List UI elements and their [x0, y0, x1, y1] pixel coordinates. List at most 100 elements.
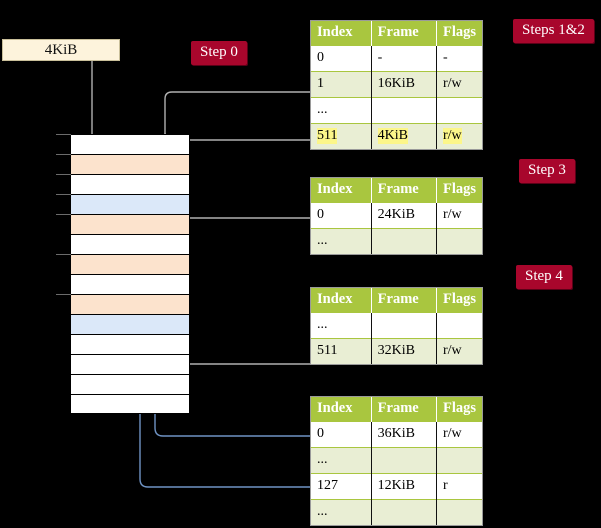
- table-cell: 511: [311, 338, 372, 364]
- column-header-index: Index: [311, 21, 372, 46]
- table-row: ...: [311, 97, 482, 124]
- table-cell: [371, 228, 437, 254]
- wire-l3-row0-up: [155, 335, 312, 437]
- memory-row: [70, 274, 190, 294]
- column-header-frame: Frame: [371, 178, 437, 203]
- cell-text: 0: [317, 207, 324, 222]
- table-cell: ...: [311, 447, 372, 474]
- cell-text: ...: [317, 504, 328, 519]
- table-cell: ...: [311, 312, 372, 339]
- cell-text: r/w: [442, 426, 462, 441]
- badge-step-0-label: Step 0: [200, 44, 238, 60]
- memory-row: [70, 194, 190, 214]
- table-cell: [371, 312, 437, 339]
- memory-tick: [56, 134, 71, 135]
- cell-text: ...: [317, 102, 328, 117]
- badge-steps-1-2-label: Steps 1&2: [522, 22, 585, 38]
- cell-text: r/w: [442, 76, 462, 91]
- memory-row: [70, 214, 190, 234]
- cell-text: 36KiB: [377, 426, 415, 441]
- table-cell: [436, 499, 482, 525]
- table-cell: [371, 499, 437, 525]
- table-row: ...: [311, 499, 482, 525]
- cell-text: r/w: [442, 207, 462, 222]
- table-cell: 0: [311, 421, 372, 448]
- table-cell: -: [371, 45, 437, 72]
- badge-step-0: Step 0: [191, 41, 247, 65]
- cell-text: 511: [317, 343, 338, 358]
- table-cell: r/w: [436, 338, 482, 364]
- cell-text: -: [442, 50, 448, 65]
- badge-step-4: Step 4: [516, 265, 572, 289]
- table-cell: ...: [311, 97, 372, 124]
- wire-l3-row127-up: [140, 212, 312, 488]
- badge-steps-1-2: Steps 1&2: [513, 19, 594, 43]
- memory-row: [70, 354, 190, 374]
- table-cell: 0: [311, 202, 372, 229]
- cell-text: ...: [317, 233, 328, 248]
- cell-text: 12KiB: [377, 478, 415, 493]
- table-cell: [436, 312, 482, 339]
- column-header-frame: Frame: [371, 288, 437, 313]
- table-cell: 16KiB: [371, 71, 437, 98]
- physical-memory-column: [70, 134, 190, 414]
- cell-text: 4KiB: [377, 128, 408, 144]
- column-header-flags: Flags: [436, 21, 482, 46]
- table-cell: r/w: [436, 71, 482, 98]
- table-cell: r/w: [436, 123, 482, 149]
- memory-tick: [56, 194, 71, 195]
- cell-text: 127: [317, 478, 338, 493]
- table-row: 511 32KiB r/w: [311, 338, 482, 364]
- table-cell: 0: [311, 45, 372, 72]
- table-cell: r/w: [436, 421, 482, 448]
- table-cell: ...: [311, 499, 372, 525]
- cell-text: 511: [317, 128, 338, 144]
- table-cell: 1: [311, 71, 372, 98]
- memory-row: [70, 134, 190, 154]
- column-header-index: Index: [311, 178, 372, 203]
- table-cell: 32KiB: [371, 338, 437, 364]
- table-row: 0 36KiB r/w: [311, 421, 482, 448]
- badge-step-4-label: Step 4: [525, 268, 563, 284]
- column-header-index: Index: [311, 288, 372, 313]
- column-header-frame: Frame: [371, 21, 437, 46]
- cell-text: r/w: [442, 343, 462, 358]
- memory-tick: [56, 214, 71, 215]
- memory-row: [70, 294, 190, 314]
- memory-row: [70, 314, 190, 334]
- cell-text: 24KiB: [377, 207, 415, 222]
- memory-row: [70, 334, 190, 354]
- column-header-flags: Flags: [436, 288, 482, 313]
- table-row: 511 4KiB r/w: [311, 123, 482, 149]
- memory-tick: [56, 154, 71, 155]
- badge-step-3-label: Step 3: [528, 162, 566, 178]
- column-header-index: Index: [311, 397, 372, 422]
- memory-row: [70, 254, 190, 274]
- table-cell: 4KiB: [371, 123, 437, 149]
- cell-text: ...: [317, 317, 328, 332]
- cell-text: 0: [317, 426, 324, 441]
- table-cell: r: [436, 473, 482, 500]
- memory-row: [70, 394, 190, 414]
- memory-tick: [56, 254, 71, 255]
- table-row: 0--: [311, 45, 482, 72]
- table-cell: 127: [311, 473, 372, 500]
- table-cell: [371, 447, 437, 474]
- badge-step-3: Step 3: [519, 159, 575, 183]
- wire-l2-up: [178, 316, 310, 365]
- table-cell: ...: [311, 228, 372, 254]
- memory-row: [70, 234, 190, 254]
- table-cell: [436, 228, 482, 254]
- cell-text: r/w: [442, 128, 462, 144]
- cell-text: 32KiB: [377, 343, 415, 358]
- memory-tick: [56, 174, 71, 175]
- memory-tick: [56, 294, 71, 295]
